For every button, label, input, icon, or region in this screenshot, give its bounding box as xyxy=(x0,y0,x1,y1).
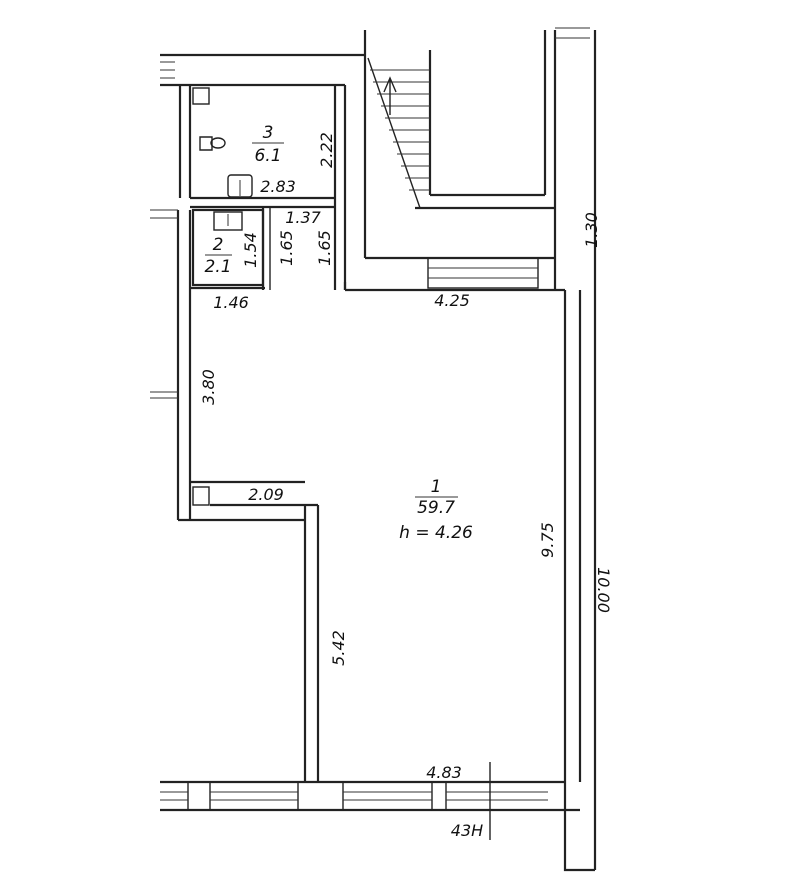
room-1-label: 1 59.7 h = 4.26 xyxy=(399,477,473,543)
bottom-wall xyxy=(160,762,595,872)
room-1-height: h = 4.26 xyxy=(399,523,473,543)
axis-marker: 43H xyxy=(451,821,483,840)
room-1-number: 1 xyxy=(431,477,442,497)
room-2-number: 2 xyxy=(213,235,224,255)
room-1-area: 59.7 xyxy=(417,498,455,518)
dimension-1-30: 1.30 xyxy=(582,212,601,248)
dimension-10-00: 10.00 xyxy=(594,567,613,613)
dimension-3-80: 3.80 xyxy=(199,369,218,405)
dimension-4-25: 4.25 xyxy=(434,291,470,310)
dimension-2-22: 2.22 xyxy=(317,132,336,168)
left-wall xyxy=(150,85,305,522)
room-2-outline xyxy=(190,207,271,290)
room-2-label: 2 2.1 xyxy=(204,235,232,277)
dimension-1-65-inner: 1.65 xyxy=(277,230,296,266)
staircase xyxy=(363,27,590,290)
dimension-4-83: 4.83 xyxy=(426,763,462,782)
dimension-1-37: 1.37 xyxy=(285,208,321,227)
dimension-1-54: 1.54 xyxy=(241,232,260,268)
dimension-5-42: 5.42 xyxy=(329,630,348,666)
dimension-2-83: 2.83 xyxy=(260,177,296,196)
room-1-outline xyxy=(188,30,597,870)
dimension-9-75: 9.75 xyxy=(538,522,557,558)
room-3-outline xyxy=(190,85,347,290)
room-2-area: 2.1 xyxy=(204,257,231,277)
dimension-1-46: 1.46 xyxy=(213,293,249,312)
dimension-2-09: 2.09 xyxy=(248,485,284,504)
room-3-number: 3 xyxy=(263,123,274,143)
top-wall xyxy=(160,53,365,87)
room-3-area: 6.1 xyxy=(254,146,281,166)
dimension-1-65-outer: 1.65 xyxy=(315,230,334,266)
room-3-label: 3 6.1 xyxy=(252,123,284,166)
